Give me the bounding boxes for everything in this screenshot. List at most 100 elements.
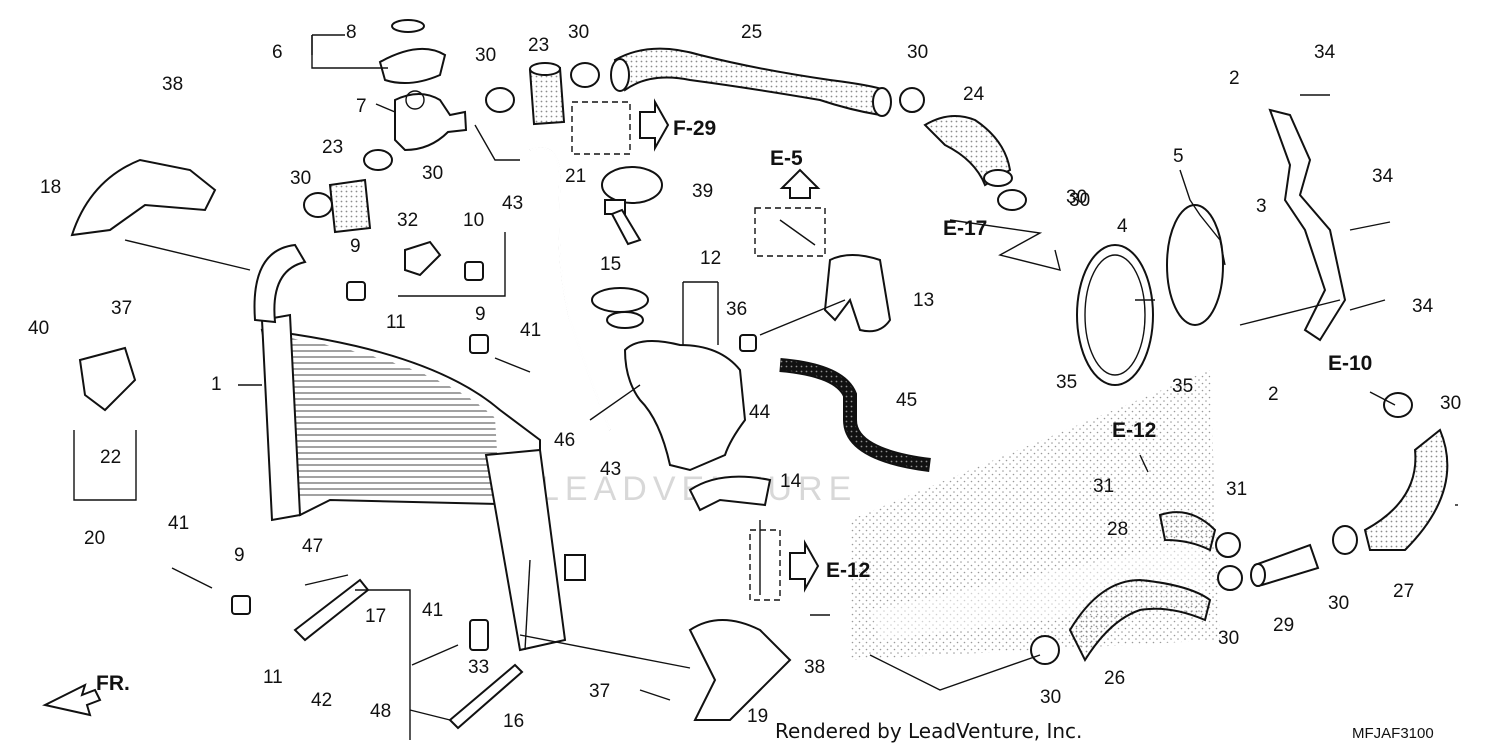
callout: 38 [804,657,825,678]
rendered-by-credit: Rendered by LeadVenture, Inc. [775,719,1082,743]
callout: 34 [1412,296,1434,317]
callout: 3 [1256,196,1267,217]
ref-f29: F-29 [673,117,716,140]
bracket-18 [70,158,217,237]
callout: 1 [211,374,222,395]
callout: 41 [422,600,443,621]
callout: 35 [1172,376,1193,397]
dashed-box-e12 [749,529,781,601]
clip-32 [404,240,442,277]
callout: 6 [272,42,283,63]
ref-e12-lower: E-12 [826,559,870,582]
diagram-code: MFJAF3100 [1352,725,1434,742]
ref-e12-upper: E-12 [1112,419,1156,442]
tank-band [601,166,663,246]
callout: 30 [290,168,311,189]
front-direction: FR. [42,672,130,717]
callout: 26 [1104,668,1125,689]
callout: 37 [111,298,132,319]
callout: 46 [554,430,575,451]
callout: 34 [1372,166,1394,187]
ref-e5: E-5 [770,147,803,170]
stay-17 [293,578,370,642]
bolts [171,94,1391,721]
hose-clamps [303,62,1413,665]
callout: 35 [1056,372,1077,393]
callout: 45 [896,390,917,411]
hose-29 [1250,543,1320,587]
stay-13 [823,254,892,333]
leader-lines [73,34,1458,740]
callout: 30 [1069,190,1090,211]
filler-cap [378,19,468,152]
ref-e10: E-10 [1328,352,1372,375]
callout: 2 [1268,384,1279,405]
callout: 43 [502,193,523,214]
bracket-19 [688,619,792,721]
callout: 10 [463,210,484,231]
fan-shroud [1268,108,1347,342]
callout-labels: 8 6 30 23 30 25 30 34 38 7 24 2 23 30 43… [28,22,1461,732]
callout: 39 [692,181,713,202]
callout: 23 [528,35,549,56]
hose-24 [923,115,1013,187]
callout: 9 [350,236,361,257]
callout: 41 [520,320,541,341]
callout: 37 [589,681,610,702]
ref-arrows [639,98,1396,593]
callout: 27 [1393,581,1414,602]
callout: 23 [322,137,343,158]
callout: 30 [1218,628,1239,649]
callout: 13 [913,290,934,311]
callout: 30 [1040,687,1061,708]
callout: 43 [600,459,621,480]
hose-25 [610,47,892,117]
callout: 30 [422,163,443,184]
callout: 34 [1314,42,1336,63]
callout: 9 [234,545,245,566]
callout: 42 [311,690,332,711]
hose-23-upper [528,62,566,126]
callout: 30 [1328,593,1349,614]
callout: 30 [1066,187,1087,208]
callout: 31 [1093,476,1114,497]
grommets [231,261,757,651]
callout: 9 [475,304,486,325]
callout: 28 [1107,519,1128,540]
ref-e17: E-17 [943,217,987,240]
callout: 30 [1440,393,1461,414]
siphon-hose [529,147,611,431]
callout: 19 [747,706,768,727]
callout: 8 [346,22,357,43]
callout: 30 [568,22,589,43]
hose-23-lower [328,178,372,234]
callout: 30 [475,45,496,66]
callout: 18 [40,177,61,198]
hose-26 [1068,578,1212,663]
callout: 4 [1117,216,1128,237]
dashed-box-e5 [754,207,826,257]
callout: 30 [907,42,928,63]
callout: 48 [370,701,391,722]
callout: 11 [263,667,283,688]
callout: 11 [386,312,406,333]
callout: 16 [503,711,524,732]
stay-14 [688,475,772,512]
callout: 5 [1173,146,1184,167]
callout: 24 [963,84,985,105]
callout: 25 [741,22,762,43]
fan-assembly [1076,169,1226,386]
callout: 36 [726,299,747,320]
callout: 31 [1226,479,1247,500]
callout: 38 [162,74,183,95]
callout: 22 [100,447,121,468]
callout: 33 [468,657,489,678]
dashed-box-f29 [571,101,631,155]
hose-28 [1158,511,1217,552]
arrow-front-icon [42,683,102,717]
reserve-tank [591,287,747,472]
callout: 21 [565,166,586,187]
callout: 17 [365,606,386,627]
callout: 12 [700,248,721,269]
